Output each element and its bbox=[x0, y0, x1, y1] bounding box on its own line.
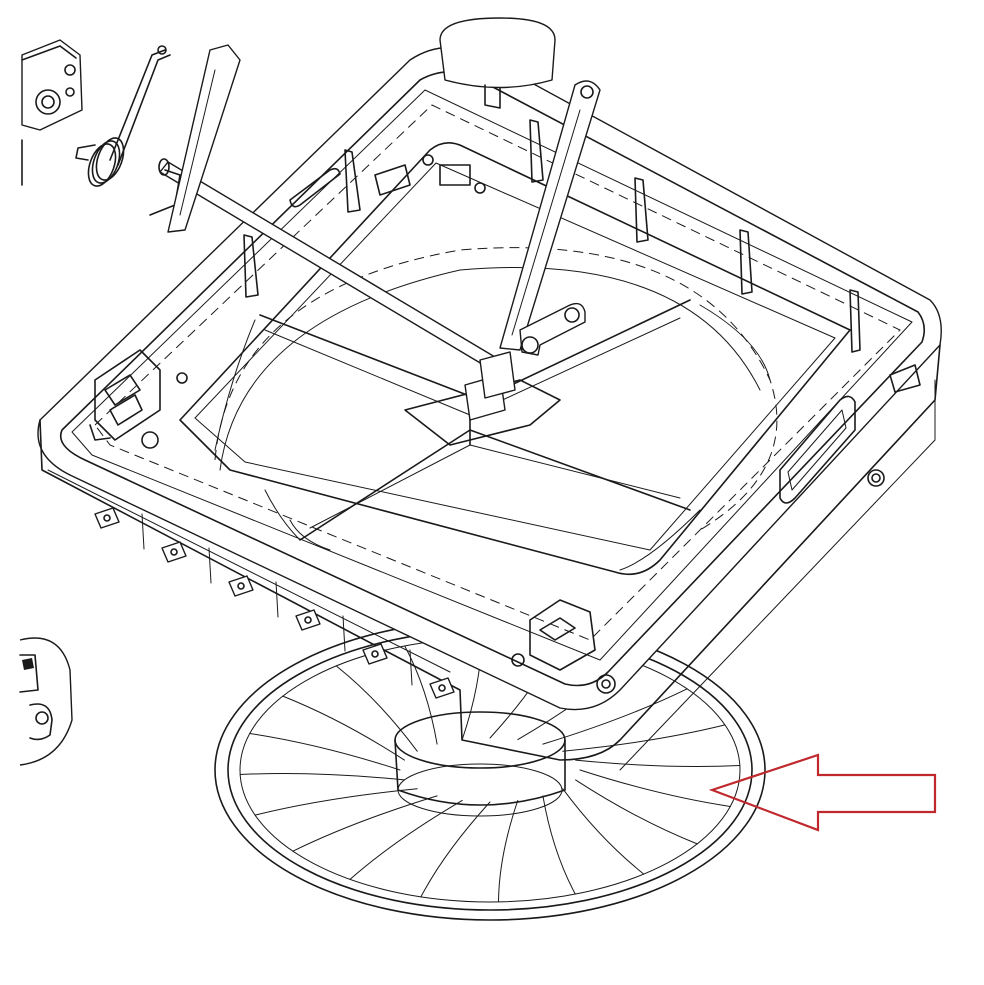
tab-screw bbox=[371, 650, 379, 658]
fan-spoke bbox=[542, 795, 576, 895]
fan-spoke bbox=[404, 645, 438, 745]
wall-rib bbox=[409, 649, 413, 686]
fan-spoke bbox=[335, 665, 418, 752]
wall-rib bbox=[208, 547, 212, 584]
callout-arrow bbox=[708, 753, 937, 832]
tab-screw bbox=[103, 514, 111, 522]
fan-spoke bbox=[562, 788, 645, 875]
hinge-bracket bbox=[21, 39, 83, 186]
fan-spoke bbox=[292, 795, 438, 852]
motor-mount bbox=[439, 17, 556, 109]
wall-rib bbox=[342, 615, 346, 652]
fan-spoke bbox=[575, 779, 698, 845]
wall-rib bbox=[275, 581, 279, 618]
crank-hub bbox=[464, 351, 516, 421]
fan-spoke bbox=[254, 788, 418, 816]
front-edge-tab bbox=[94, 507, 120, 529]
wall-rib bbox=[141, 513, 145, 550]
fan-spoke bbox=[239, 773, 405, 781]
front-edge-tab bbox=[295, 609, 321, 631]
fan-spoke bbox=[579, 769, 731, 807]
fan-spoke bbox=[249, 733, 401, 771]
front-edge-tab bbox=[362, 643, 388, 665]
motor-mount bbox=[19, 637, 73, 766]
fan-spoke bbox=[575, 759, 741, 767]
front-edge-tabs bbox=[94, 507, 455, 699]
lift-arm bbox=[499, 80, 601, 356]
tab-screw bbox=[438, 684, 446, 692]
fan-spoke bbox=[349, 799, 463, 880]
front-edge-tab bbox=[161, 541, 187, 563]
tab-screw bbox=[304, 616, 312, 624]
fan-spoke bbox=[562, 724, 726, 752]
torsion-spring bbox=[75, 45, 171, 187]
fan-spoke bbox=[498, 799, 519, 903]
lift-arm bbox=[167, 44, 241, 233]
fan-spoke bbox=[420, 801, 491, 898]
fan-spoke bbox=[282, 695, 405, 761]
fan-spokes bbox=[239, 637, 741, 903]
front-edge-tab bbox=[429, 677, 455, 699]
tab-screw bbox=[170, 548, 178, 556]
tab-screw bbox=[237, 582, 245, 590]
front-edge-tab bbox=[228, 575, 254, 597]
fan-spoke bbox=[542, 688, 688, 745]
